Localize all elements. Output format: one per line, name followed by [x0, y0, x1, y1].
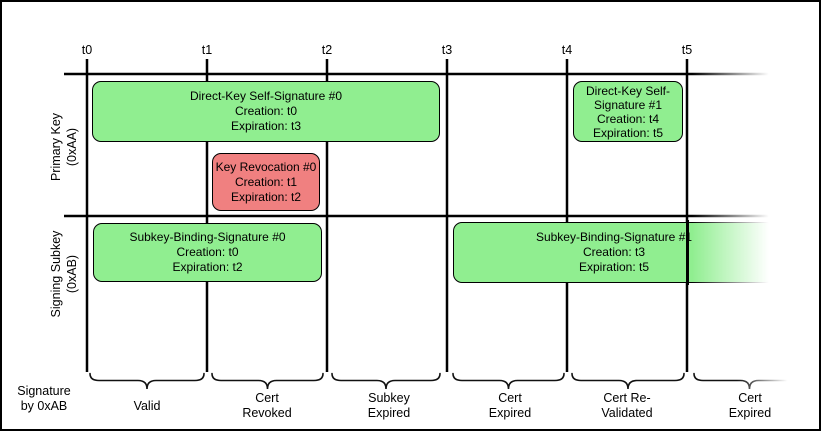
segment-label-line2: Expired: [728, 406, 772, 420]
box-expiration: Expiration: t5: [578, 260, 650, 274]
signature-box-direct-key-self-signature-0: Direct-Key Self-Signature #0 Creation: t…: [92, 81, 440, 142]
tick-label-t4: t4: [561, 43, 573, 57]
segment-label-line1: Cert: [255, 391, 279, 405]
box-title: Direct-Key Self-Signature #0: [189, 89, 343, 103]
segment-label-cert-expired-2: Cert Expired: [695, 389, 805, 423]
tick-label-t5: t5: [681, 43, 693, 57]
box-title: Direct-Key Self-Signature #1: [585, 83, 671, 112]
box-creation: Creation: t4: [596, 111, 660, 126]
row-label-signing-subkey: Signing Subkey (0xAB): [47, 199, 81, 349]
tick-label-t1: t1: [201, 43, 213, 57]
brace-fade: [737, 365, 819, 392]
segment-label-line1: Subkey: [368, 391, 410, 405]
gridline-t5-overlay: [686, 220, 689, 285]
segment-label-cert-revalidated: Cert Re- Validated: [572, 389, 682, 423]
segment-label-line2: Expired: [488, 406, 532, 420]
segment-label-line1: Cert: [498, 391, 522, 405]
box-creation: Creation: t1: [234, 174, 298, 189]
revocation-box-key-revocation-0: Key Revocation #0 Creation: t1 Expiratio…: [212, 153, 320, 211]
segment-label-line1: Cert Re-: [603, 391, 651, 405]
bottom-axis-label-line1: Signature: [17, 384, 71, 398]
box-creation: Creation: t0: [176, 245, 239, 259]
box-expiration: Expiration: t3: [230, 119, 302, 133]
box-expiration: Expiration: t2: [172, 260, 243, 274]
segment-label-line1: Cert: [738, 391, 762, 405]
bottom-axis-label: Signature by 0xAB: [4, 384, 84, 414]
signature-box-subkey-binding-signature-0: Subkey-Binding-Signature #0 Creation: t0…: [93, 223, 322, 282]
box-title: Subkey-Binding-Signature #1: [535, 230, 693, 244]
tick-label-t0: t0: [81, 43, 93, 57]
box-creation: Creation: t3: [582, 245, 646, 259]
brace-subkey-expired: [331, 372, 441, 390]
box-title: Subkey-Binding-Signature #0: [129, 230, 286, 244]
bottom-axis-label-line2: by 0xAB: [20, 399, 68, 413]
segment-label-cert-expired-1: Cert Expired: [455, 389, 565, 423]
brace-cert-revalidated: [571, 372, 685, 390]
row-label-signing-subkey-id: (0xAB): [65, 254, 79, 294]
segment-label-subkey-expired: Subkey Expired: [334, 389, 444, 423]
segment-label-line1: Valid: [133, 398, 161, 413]
tick-label-t3: t3: [441, 43, 453, 57]
segment-label-line2: Expired: [367, 406, 411, 420]
brace-cert-expired-1: [452, 372, 565, 390]
segment-braces: [89, 372, 806, 390]
brace-cert-revoked: [211, 372, 324, 390]
segment-label-line2: Validated: [601, 406, 653, 420]
segment-label-cert-revoked: Cert Revoked: [212, 389, 322, 423]
box-expiration: Expiration: t5: [592, 125, 664, 140]
row-label-signing-subkey-name: Signing Subkey: [49, 230, 63, 318]
tick-label-t2: t2: [321, 43, 333, 57]
box-creation: Creation: t0: [234, 104, 298, 118]
segment-label-line2: Revoked: [242, 406, 292, 420]
box-title: Key Revocation #0: [215, 159, 317, 174]
box-expiration: Expiration: t2: [230, 189, 302, 204]
right-edge-fade: [692, 58, 788, 306]
brace-valid: [89, 372, 205, 390]
signature-box-direct-key-self-signature-1: Direct-Key Self-Signature #1 Creation: t…: [573, 81, 683, 142]
segment-label-valid: Valid: [92, 389, 202, 423]
